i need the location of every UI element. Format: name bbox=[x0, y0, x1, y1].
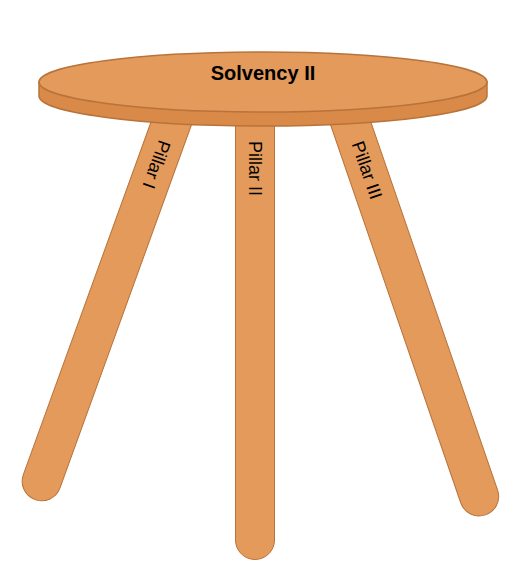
pillar-label: Pillar III bbox=[347, 138, 385, 201]
stool-leg: Pillar III bbox=[327, 104, 504, 522]
stool-leg: Pillar II bbox=[235, 110, 275, 560]
pillar-label: Pillar II bbox=[245, 141, 265, 196]
pillar-label: Pillar I bbox=[138, 138, 174, 192]
stool-seat: Solvency II bbox=[37, 50, 489, 130]
seat-label: Solvency II bbox=[211, 62, 316, 85]
stool-leg: Pillar I bbox=[16, 103, 195, 507]
